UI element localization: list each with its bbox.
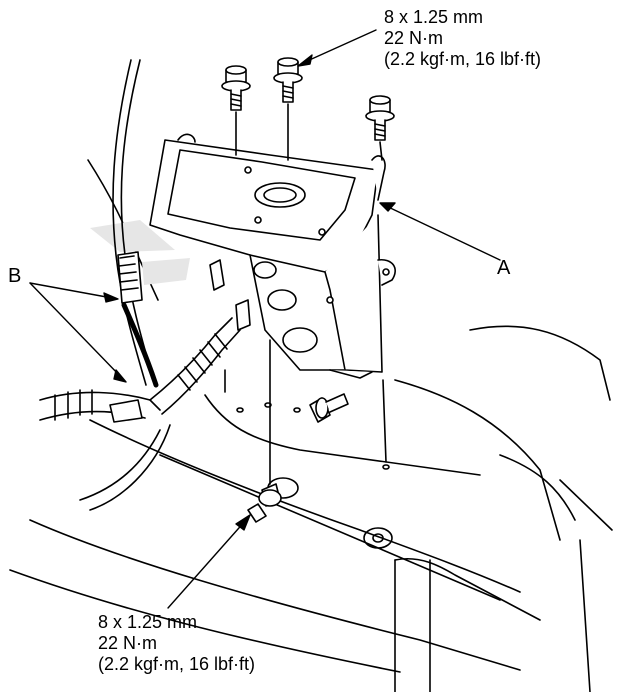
bottom-torque-spec: 8 x 1.25 mm 22 N·m (2.2 kgf·m, 16 lbf·ft… xyxy=(98,612,255,675)
top-bolt-size: 8 x 1.25 mm xyxy=(384,7,484,27)
body-panel-contours xyxy=(9,159,613,692)
label-b: B xyxy=(8,265,22,287)
top-torque-nm: 22 N·m xyxy=(384,28,444,48)
bottom-bolt-size: 8 x 1.25 mm xyxy=(98,612,198,632)
top-torque-spec: 8 x 1.25 mm 22 N·m (2.2 kgf·m, 16 lbf·ft… xyxy=(384,7,541,70)
leader-lines xyxy=(29,29,501,609)
floor-shading xyxy=(90,220,190,285)
bolt-center-top xyxy=(273,57,303,161)
bolt-side xyxy=(309,393,349,423)
bolt-right-top xyxy=(365,95,395,463)
bottom-torque-imperial: (2.2 kgf·m, 16 lbf·ft) xyxy=(98,654,256,674)
bracket-a xyxy=(149,133,396,379)
bolt-bottom xyxy=(247,339,282,523)
label-a: A xyxy=(497,257,511,279)
control-cable xyxy=(112,59,159,388)
top-torque-imperial: (2.2 kgf·m, 16 lbf·ft) xyxy=(384,49,542,69)
bottom-torque-nm: 22 N·m xyxy=(98,633,158,653)
floor-holes xyxy=(236,402,393,549)
bolt-left-top xyxy=(221,65,251,156)
wire-harness xyxy=(39,317,241,511)
